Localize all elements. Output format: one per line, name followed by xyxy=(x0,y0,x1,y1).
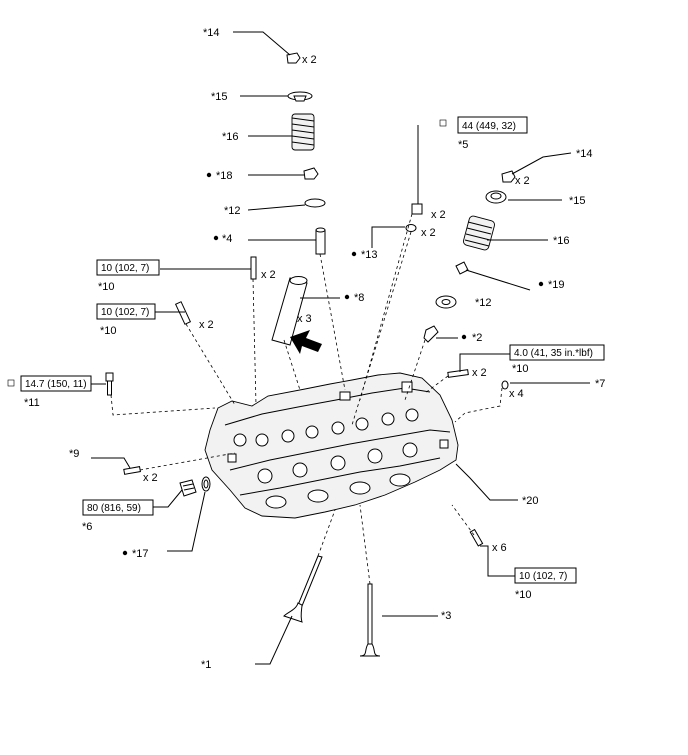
spring-retainer-left xyxy=(287,91,313,102)
exhaust-valve xyxy=(359,583,381,657)
qty-stud-c: x 2 xyxy=(472,367,487,379)
direction-arrow-icon xyxy=(290,330,322,354)
callout-11: *11 xyxy=(24,397,40,409)
callout-13: *13 xyxy=(361,249,378,261)
callout-19: *19 xyxy=(548,279,565,291)
spring-retainer-right xyxy=(485,190,507,204)
bullet-icon xyxy=(122,550,128,556)
callout-16-right: *16 xyxy=(553,235,570,247)
qty-stud-b: x 2 xyxy=(199,319,214,331)
callout-6: *6 xyxy=(82,521,92,533)
washer-right xyxy=(405,224,417,232)
callout-8: *8 xyxy=(354,292,364,304)
qty-14-left: x 2 xyxy=(302,54,317,66)
callout-10-b: *10 xyxy=(100,325,117,337)
qty-8: x 3 xyxy=(297,313,312,325)
callout-3: *3 xyxy=(441,610,451,622)
qty-stud-d: x 6 xyxy=(492,542,507,554)
callout-4: *4 xyxy=(222,233,232,245)
callout-17: *17 xyxy=(132,548,149,560)
valve-stem-seal-left xyxy=(303,167,319,180)
callout-2: *2 xyxy=(472,332,482,344)
callout-15-left: *15 xyxy=(211,91,228,103)
bullet-icon xyxy=(538,281,544,287)
square-icon xyxy=(7,379,15,387)
bullet-icon xyxy=(206,172,212,178)
spring-seat-left xyxy=(304,198,326,208)
callout-12-left: *12 xyxy=(224,205,241,217)
callout-14-right: *14 xyxy=(576,148,593,160)
callout-14-left: *14 xyxy=(203,27,220,39)
straight-pin xyxy=(123,466,141,475)
stud-bolt-a xyxy=(250,256,257,280)
valve-guide-bush-right xyxy=(423,325,439,343)
valve-spring-left xyxy=(291,113,315,151)
torque-label-stud-b: 10 (102, 7) xyxy=(101,307,149,318)
callout-9: *9 xyxy=(69,448,79,460)
stud-bolt-d xyxy=(469,528,484,547)
qty-stud-a: x 2 xyxy=(261,269,276,281)
torque-label-stud-c: 4.0 (41, 35 in.*lbf) xyxy=(514,348,593,359)
bolt-right-top xyxy=(411,203,423,215)
torque-label-bolt-top: 44 (449, 32) xyxy=(462,121,516,132)
assembly-guide-lines xyxy=(110,213,503,585)
qty-5: x 2 xyxy=(431,209,446,221)
bullet-icon xyxy=(461,334,467,340)
stud-bolt-c xyxy=(447,369,469,378)
bullet-icon xyxy=(213,235,219,241)
leader-lines xyxy=(91,31,590,665)
valve-keeper-left xyxy=(286,52,301,64)
plug-bolt xyxy=(179,479,197,497)
callout-1: *1 xyxy=(201,659,211,671)
bullet-icon xyxy=(351,251,357,257)
bullet-icon xyxy=(344,294,350,300)
callout-7: *7 xyxy=(595,378,605,390)
intake-valve xyxy=(283,555,323,623)
note-symbols xyxy=(7,119,544,556)
callout-10-c: *10 xyxy=(512,363,529,375)
callout-20: *20 xyxy=(522,495,539,507)
callout-16-left: *16 xyxy=(222,131,239,143)
valve-guide-bush-left xyxy=(315,227,326,255)
torque-label-stud-a: 10 (102, 7) xyxy=(101,263,149,274)
cylinder-head xyxy=(204,372,459,519)
valve-spring-right xyxy=(463,215,495,251)
spring-seat-right xyxy=(435,295,457,309)
cylinder-head-ports xyxy=(227,381,449,509)
torque-boxes xyxy=(20,116,605,584)
callout-12-right: *12 xyxy=(475,297,492,309)
qty-7: x 4 xyxy=(509,388,524,400)
square-icon xyxy=(439,119,447,127)
bolt-left xyxy=(105,372,114,396)
qty-9: x 2 xyxy=(143,472,158,484)
torque-label-bolt: 14.7 (150, 11) xyxy=(25,379,87,390)
qty-13: x 2 xyxy=(421,227,436,239)
callout-18: *18 xyxy=(216,170,233,182)
callout-15-right: *15 xyxy=(569,195,586,207)
valve-stem-seal-right xyxy=(455,261,469,275)
torque-label-plug: 80 (816, 59) xyxy=(87,503,141,514)
callout-10-a: *10 xyxy=(98,281,115,293)
camshaft-bearing-cap-rod xyxy=(271,276,308,346)
callout-5: *5 xyxy=(458,139,468,151)
stud-bolt-b xyxy=(174,301,192,325)
qty-14-right: x 2 xyxy=(515,175,530,187)
callout-10-d: *10 xyxy=(515,589,532,601)
torque-label-stud-d: 10 (102, 7) xyxy=(519,571,567,582)
valve-keeper-right xyxy=(501,170,516,183)
ring-pin xyxy=(501,380,509,390)
